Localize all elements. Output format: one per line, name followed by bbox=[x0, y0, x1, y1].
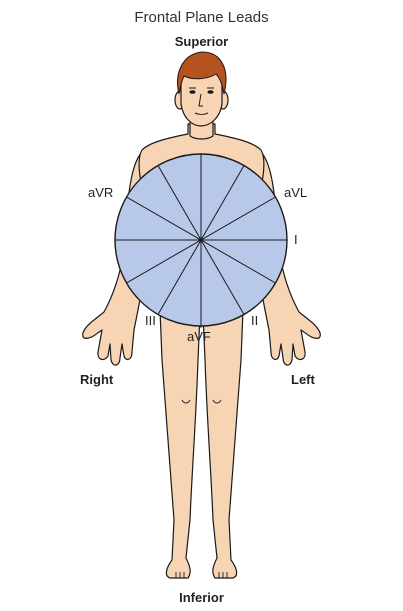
label-left: Left bbox=[291, 372, 315, 387]
label-superior: Superior bbox=[174, 34, 229, 49]
hexaxial-reference-circle bbox=[114, 153, 288, 327]
facial-features bbox=[189, 87, 214, 115]
lead-iii-label: III bbox=[145, 313, 156, 328]
lead-avr-label: aVR bbox=[88, 185, 114, 200]
label-inferior: Inferior bbox=[179, 590, 224, 605]
lead-axes bbox=[115, 154, 287, 326]
lead-avl-label: aVL bbox=[284, 185, 308, 200]
hair bbox=[177, 51, 227, 95]
label-right: Right bbox=[80, 372, 114, 387]
right-leg bbox=[159, 309, 201, 579]
diagram-title: Frontal Plane Leads bbox=[134, 9, 269, 26]
left-leg bbox=[202, 309, 244, 579]
lead-i-label: I bbox=[294, 232, 298, 247]
lead-avf-label: aVF bbox=[187, 329, 211, 344]
lead-ii-label: II bbox=[251, 313, 259, 328]
